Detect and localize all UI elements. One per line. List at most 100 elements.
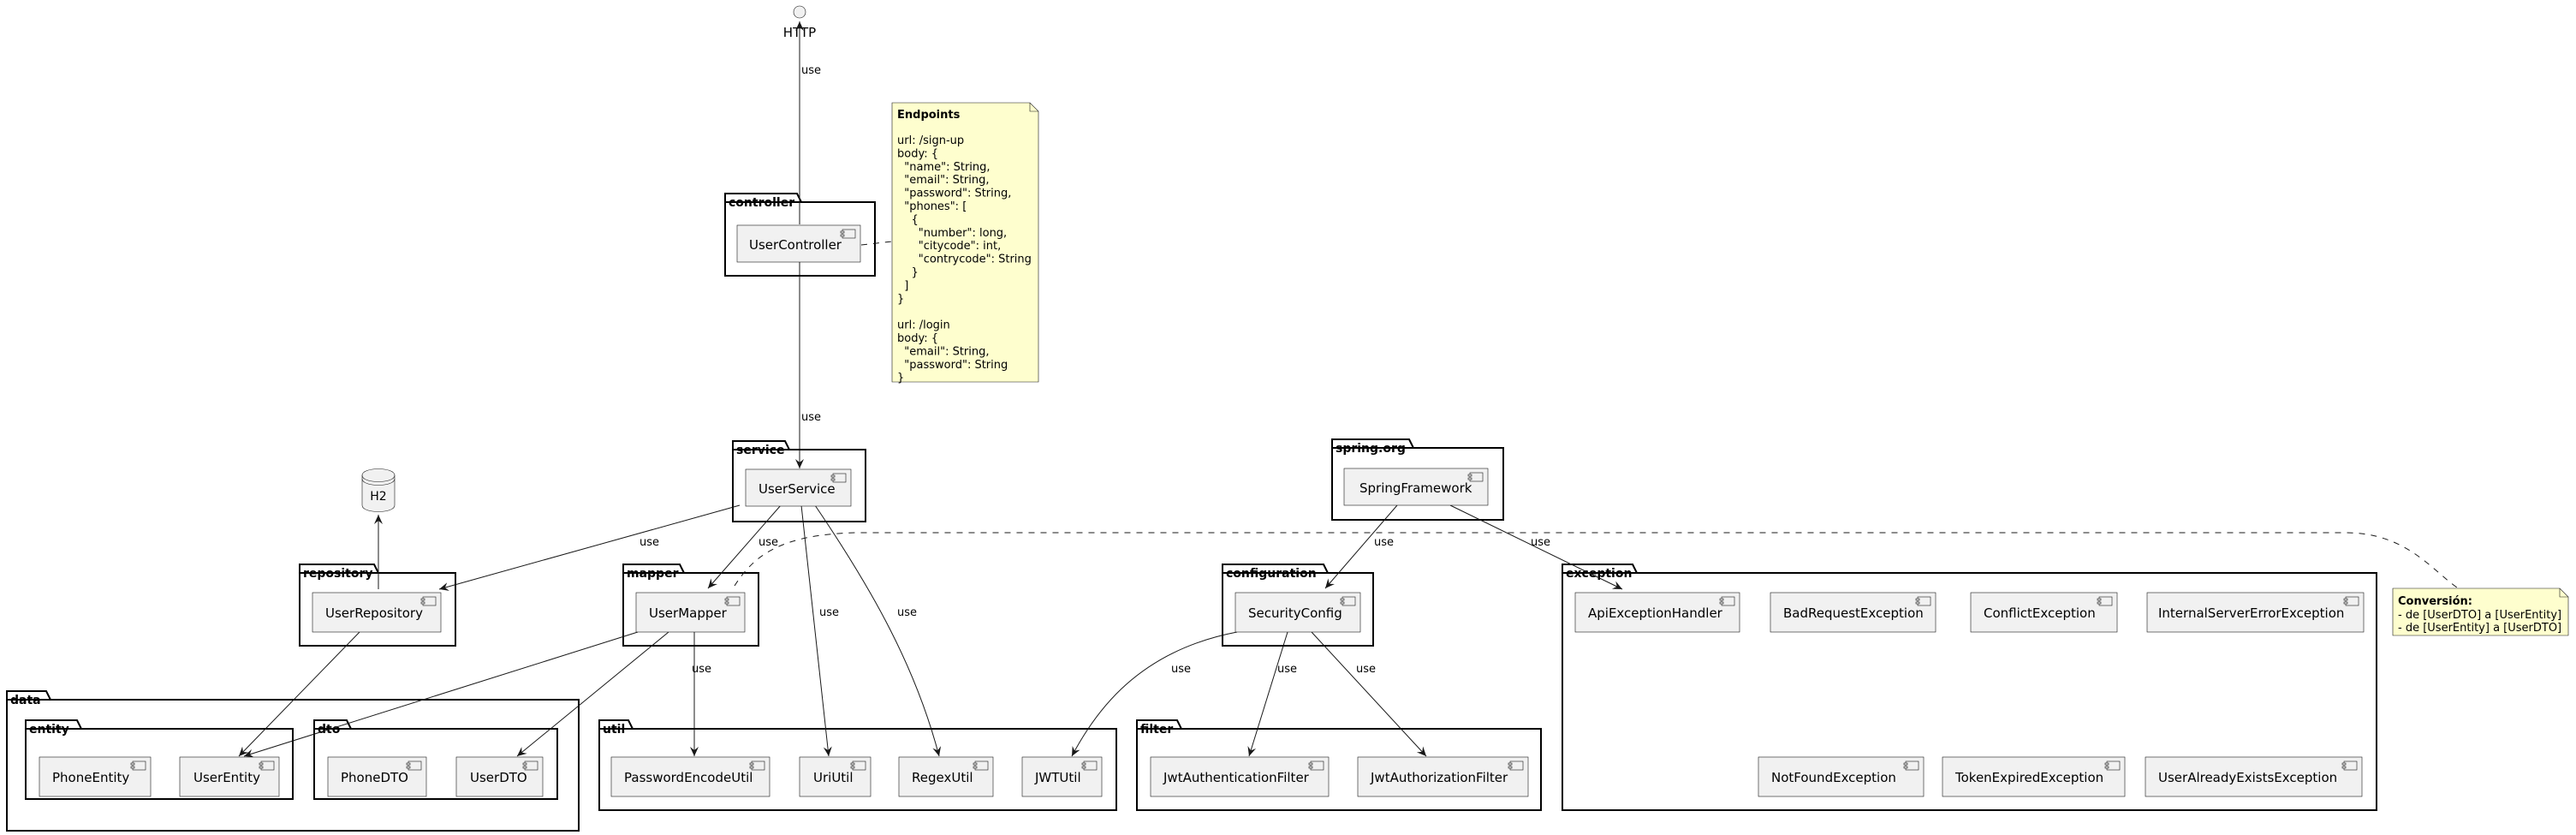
note-line: - de [UserDTO] a [UserEntity] (2398, 609, 2561, 622)
edge-label: use (819, 606, 839, 619)
edge-label: use (1531, 536, 1550, 549)
note-title: Endpoints (897, 109, 961, 122)
edge-label: use (1374, 536, 1394, 549)
component-label: RegexUtil (912, 770, 973, 785)
component-label: UserMapper (649, 605, 728, 621)
package-exception: exception (1562, 564, 2377, 811)
component-icon (2097, 596, 2113, 606)
component-api-exception-handler[interactable]: ApiExceptionHandler (1574, 592, 1740, 633)
edge-label: use (1356, 663, 1376, 676)
note-line (897, 306, 901, 319)
note-line: url: /sign-up (897, 134, 964, 147)
package-mapper: mapper (622, 564, 759, 647)
component-token-expired-exception[interactable]: TokenExpiredException (1942, 756, 2126, 797)
package-repository: repository (299, 564, 456, 647)
edge-securityconfig-jwtutil (1071, 631, 1238, 757)
component-icon (1903, 760, 1919, 771)
note-title: Conversión: (2398, 595, 2472, 608)
note-conversion: Conversión: - de [UserDTO] a [UserEntity… (2392, 587, 2569, 636)
component-icon (850, 760, 866, 771)
edge-repository-userentity (238, 631, 360, 757)
component-label: UserRepository (325, 605, 423, 621)
component-uri-util[interactable]: UriUtil (799, 756, 872, 797)
component-not-found-exception[interactable]: NotFoundException (1758, 756, 1925, 797)
component-label: BadRequestException (1783, 605, 1924, 621)
package-controller: controller (724, 193, 876, 277)
note-line: "email": String, (897, 174, 990, 187)
edge-service-mapper (707, 504, 782, 589)
package-filter: filter (1136, 719, 1542, 811)
component-label: ConflictException (1984, 605, 2096, 621)
component-phone-dto[interactable]: PhoneDTO (327, 756, 427, 797)
component-user-already-exists-exception[interactable]: UserAlreadyExistsException (2145, 756, 2363, 797)
note-line: "contrycode": String (897, 253, 1032, 266)
component-user-controller[interactable]: UserController (736, 224, 861, 263)
component-user-entity[interactable]: UserEntity (179, 756, 280, 797)
h2-database: H2 (361, 468, 396, 512)
component-icon (1081, 760, 1098, 771)
component-phone-entity[interactable]: PhoneEntity (39, 756, 152, 797)
component-user-mapper[interactable]: UserMapper (635, 592, 746, 633)
component-regex-util[interactable]: RegexUtil (898, 756, 994, 797)
package-configuration: configuration (1222, 564, 1374, 647)
package-label: controller (729, 196, 794, 210)
edge-spring-securityconfig (1324, 504, 1398, 589)
component-conflict-exception[interactable]: ConflictException (1970, 592, 2118, 633)
note-line: url: /login (897, 319, 950, 332)
component-icon (130, 760, 146, 771)
component-label: PasswordEncodeUtil (624, 770, 753, 785)
component-jwt-authentication-filter[interactable]: JwtAuthenticationFilter (1150, 756, 1330, 797)
edge-service-regexutil (814, 504, 942, 757)
edge-mapper-userentity (243, 631, 639, 758)
component-label: SpringFramework (1359, 480, 1472, 496)
component-icon (1719, 596, 1735, 606)
component-password-encode-util[interactable]: PasswordEncodeUtil (610, 756, 770, 797)
note-line: ] (897, 279, 908, 292)
edge-label: use (897, 606, 917, 619)
edge-label: use (692, 663, 711, 676)
edge-label: use (1171, 663, 1191, 676)
component-spring-framework[interactable]: SpringFramework (1343, 468, 1489, 506)
package-label: util (603, 723, 625, 737)
component-icon (724, 596, 741, 606)
edge-securityconfig-authorizationfilter (1311, 631, 1427, 757)
note-line: body: { (897, 332, 938, 345)
package-entity: entity (25, 719, 294, 800)
package-label: filter (1140, 723, 1173, 737)
edge-note-endpoints (860, 241, 893, 246)
note-line: "email": String, (897, 345, 990, 358)
note-body: - de [UserDTO] a [UserEntity]- de [UserE… (2398, 609, 2561, 635)
component-label: TokenExpiredException (1954, 770, 2103, 785)
edge-spring-apiexceptionhandler (1449, 504, 1623, 590)
component-label: PhoneDTO (341, 770, 408, 785)
h2-label: H2 (370, 490, 386, 504)
component-user-service[interactable]: UserService (745, 468, 852, 507)
component-label: JWTUtil (1034, 770, 1081, 785)
component-icon (1915, 596, 1931, 606)
component-bad-request-exception[interactable]: BadRequestException (1770, 592, 1936, 633)
component-user-dto[interactable]: UserDTO (455, 756, 544, 797)
note-line: - de [UserEntity] a [UserDTO] (2398, 622, 2561, 635)
component-jwt-util[interactable]: JWTUtil (1021, 756, 1103, 797)
component-icon (973, 760, 989, 771)
component-label: UriUtil (813, 770, 854, 785)
component-security-config[interactable]: SecurityConfig (1234, 592, 1361, 633)
component-label: UserDTO (470, 770, 527, 785)
component-icon (259, 760, 275, 771)
component-user-repository[interactable]: UserRepository (312, 592, 442, 633)
component-icon (749, 760, 765, 771)
component-label: UserEntity (193, 770, 260, 785)
note-line: "password": String (897, 359, 1008, 372)
note-line: } (897, 372, 904, 385)
component-internal-server-error-exception[interactable]: InternalServerErrorException (2146, 592, 2365, 633)
component-label: ApiExceptionHandler (1588, 605, 1723, 621)
component-label: UserService (759, 481, 836, 497)
package-util: util (598, 719, 1117, 811)
note-line: } (897, 293, 904, 306)
edge-label: use (1277, 663, 1297, 676)
package-spring-org: spring.org (1331, 438, 1504, 521)
component-jwt-authorization-filter[interactable]: JwtAuthorizationFilter (1357, 756, 1529, 797)
